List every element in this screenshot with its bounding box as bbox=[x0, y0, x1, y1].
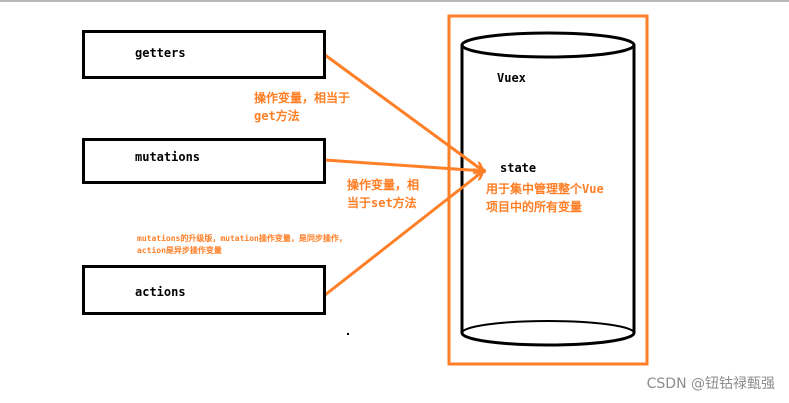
vuex-frame bbox=[447, 14, 649, 366]
actions-box: actions bbox=[82, 265, 326, 315]
getters-annotation-line2: get方法 bbox=[254, 109, 300, 123]
arrow-actions-to-state bbox=[324, 172, 482, 297]
actions-label: actions bbox=[135, 285, 186, 299]
state-description: 用于集中管理整个Vue 项目中的所有变量 bbox=[486, 180, 604, 216]
top-border-line bbox=[0, 0, 789, 2]
stray-dot bbox=[347, 333, 349, 335]
state-description-line2: 项目中的所有变量 bbox=[486, 200, 583, 214]
getters-label: getters bbox=[135, 46, 186, 60]
getters-annotation-line1: 操作变量，相当于 bbox=[254, 91, 351, 105]
actions-annotation-line2: action是异步操作变量 bbox=[137, 246, 222, 255]
state-description-line1: 用于集中管理整个Vue bbox=[486, 182, 604, 196]
actions-annotation-line1: mutations的升级版，mutation操作变量，是同步操作， bbox=[137, 234, 347, 243]
mutations-annotation-line2: 当于set方法 bbox=[347, 196, 417, 210]
mutations-box: mutations bbox=[82, 138, 326, 184]
actions-annotation: mutations的升级版，mutation操作变量，是同步操作， action… bbox=[137, 233, 347, 257]
getters-annotation: 操作变量，相当于 get方法 bbox=[254, 89, 350, 125]
state-label: state bbox=[500, 161, 537, 175]
mutations-annotation-line1: 操作变量，相 bbox=[347, 178, 420, 192]
csdn-watermark: CSDN @钮钴禄甄强 bbox=[646, 376, 775, 392]
mutations-annotation: 操作变量，相 当于set方法 bbox=[347, 176, 419, 212]
mutations-label: mutations bbox=[135, 150, 201, 164]
arrow-mutations-to-state bbox=[324, 158, 484, 171]
arrow-getters-to-state bbox=[324, 53, 482, 170]
vuex-title: Vuex bbox=[497, 71, 526, 85]
getters-box: getters bbox=[82, 30, 326, 79]
